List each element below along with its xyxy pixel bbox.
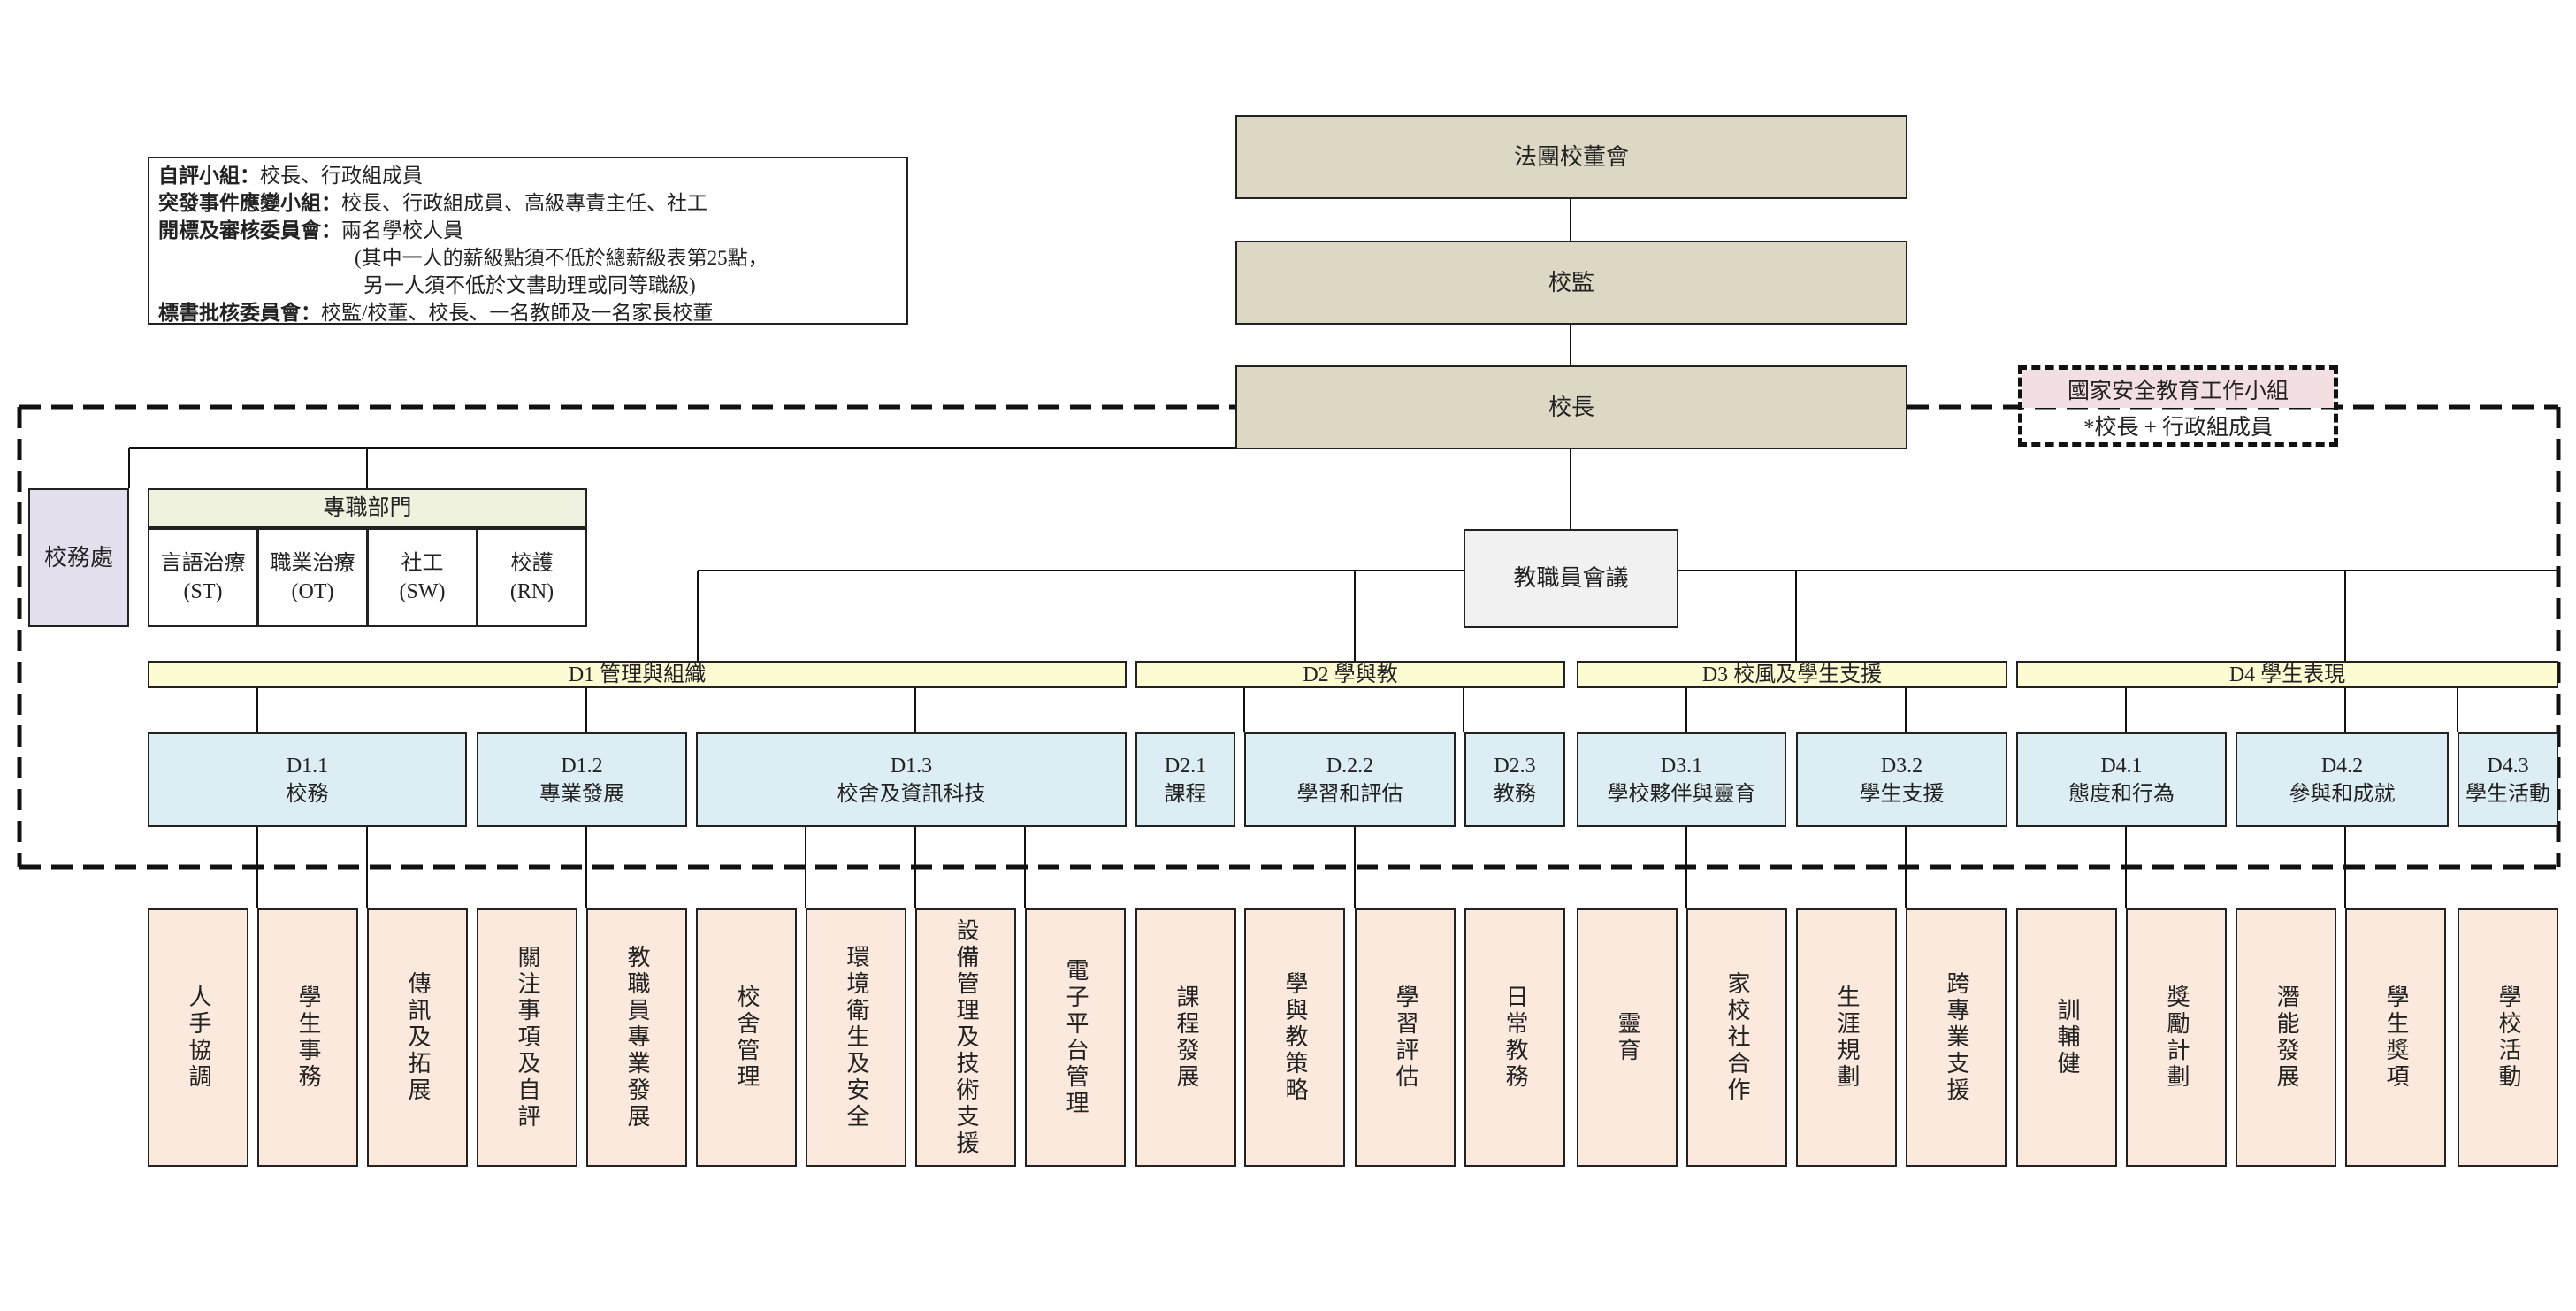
professional-item: 校護 (RN) xyxy=(477,528,587,627)
info-line-3: 開標及審核委員會：兩名學校人員 xyxy=(158,219,463,242)
info-line-6: 標書批核委員會：校監/校董、校長、一名教師及一名家長校董 xyxy=(158,302,714,324)
info-line-5: 另一人須不低於文書助理或同等職級) xyxy=(363,274,696,296)
national-security-members: *校長 + 行政組成員 xyxy=(2083,415,2274,440)
national-security-title: 國家安全教育工作小組 xyxy=(2022,370,2334,408)
subdomain-box: D2.3 教務 xyxy=(1464,732,1565,827)
committee-info-box: 自評小組：校長、行政組成員 突發事件應變小組：校長、行政組成員、高級專責主任、社… xyxy=(148,157,908,325)
subdomain-box: D3.1 學校夥伴與靈育 xyxy=(1577,732,1786,827)
professional-item: 職業治療 (OT) xyxy=(257,528,368,627)
domain-bar: D1 管理與組織 xyxy=(148,661,1127,688)
team-box: 潛能發展 xyxy=(2236,908,2336,1167)
team-box: 人手協調 xyxy=(148,908,248,1167)
domain-bar: D4 學生表現 xyxy=(2016,661,2558,688)
supervisor-box: 校監 xyxy=(1235,241,1907,325)
team-box: 關注事項及自評 xyxy=(477,908,577,1167)
professional-item: 言語治療 (ST) xyxy=(148,528,258,627)
subdomain-box: D1.3 校舍及資訊科技 xyxy=(696,732,1127,827)
team-box: 環境衛生及安全 xyxy=(806,908,906,1167)
team-box: 學與教策略 xyxy=(1244,908,1345,1167)
team-box: 校舍管理 xyxy=(696,908,797,1167)
national-security-group: 國家安全教育工作小組 *校長 + 行政組成員 xyxy=(2018,365,2338,447)
team-box: 課程發展 xyxy=(1135,908,1236,1167)
team-box: 傳訊及拓展 xyxy=(367,908,468,1167)
team-box: 學生事務 xyxy=(257,908,358,1167)
board-box: 法團校董會 xyxy=(1235,115,1907,199)
team-box: 訓輔健 xyxy=(2016,908,2117,1167)
subdomain-box: D.2.2 學習和評估 xyxy=(1244,732,1456,827)
team-box: 學生獎項 xyxy=(2345,908,2446,1167)
info-line-1: 自評小組：校長、行政組成員 xyxy=(158,165,423,187)
team-box: 電子平台管理 xyxy=(1025,908,1126,1167)
team-box: 學習評估 xyxy=(1355,908,1456,1167)
subdomain-box: D4.1 態度和行為 xyxy=(2016,732,2227,827)
subdomain-box: D2.1 課程 xyxy=(1135,732,1235,827)
professional-item: 社工 (SW) xyxy=(367,528,478,627)
info-line-2: 突發事件應變小組：校長、行政組成員、高級專責主任、社工 xyxy=(158,192,707,214)
office-box: 校務處 xyxy=(28,488,129,627)
team-box: 獎勵計劃 xyxy=(2126,908,2227,1167)
team-box: 跨專業支援 xyxy=(1906,908,2007,1167)
team-box: 生涯規劃 xyxy=(1796,908,1897,1167)
team-box: 靈育 xyxy=(1577,908,1678,1167)
team-box: 教職員專業發展 xyxy=(586,908,687,1167)
team-box: 日常教務 xyxy=(1464,908,1565,1167)
subdomain-box: D1.1 校務 xyxy=(148,732,467,827)
professional-header: 專職部門 xyxy=(148,488,587,528)
subdomain-box: D4.2 參與和成就 xyxy=(2236,732,2449,827)
subdomain-box: D3.2 學生支援 xyxy=(1796,732,2007,827)
subdomain-box: D4.3 學生活動 xyxy=(2458,732,2558,827)
team-box: 設備管理及技術支援 xyxy=(915,908,1016,1167)
staff-meeting-box: 教職員會議 xyxy=(1464,529,1678,628)
team-box: 學校活動 xyxy=(2458,908,2558,1167)
info-line-4: (其中一人的薪級點須不低於總薪級表第25點， xyxy=(355,247,768,269)
subdomain-box: D1.2 專業發展 xyxy=(477,732,687,827)
domain-bar: D3 校風及學生支援 xyxy=(1577,661,2007,688)
domain-bar: D2 學與教 xyxy=(1135,661,1565,688)
team-box: 家校社合作 xyxy=(1686,908,1787,1167)
principal-box: 校長 xyxy=(1235,365,1907,449)
